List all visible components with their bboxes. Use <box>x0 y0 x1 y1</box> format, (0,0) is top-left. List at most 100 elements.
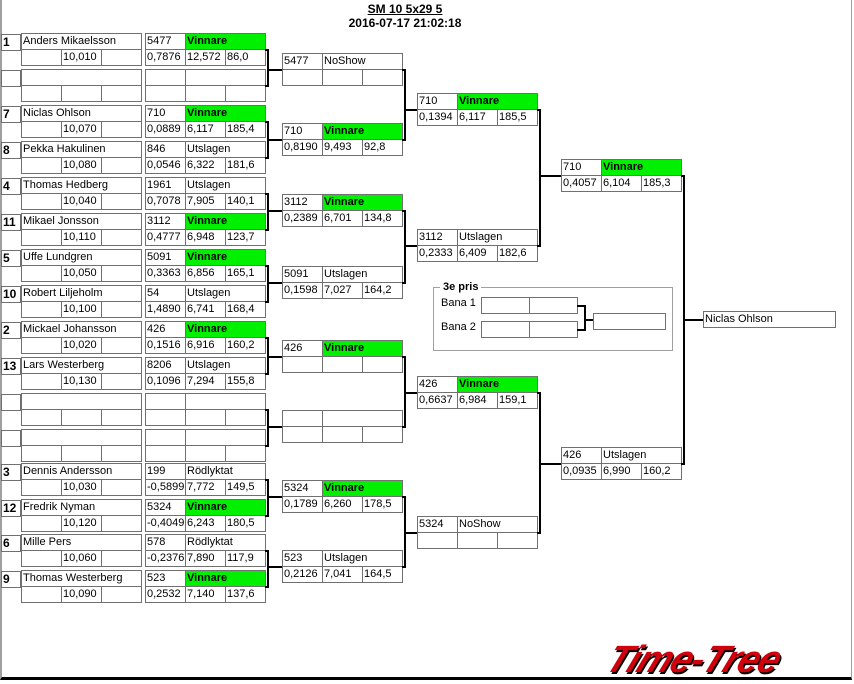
elapsed-time: 6,104 <box>601 175 642 192</box>
empty-cell <box>101 301 142 318</box>
car-number: 5091 <box>282 266 323 283</box>
driver-name[interactable]: Uffe Lundgren <box>21 249 142 266</box>
car-number: 578 <box>145 534 186 551</box>
speed: 160,2 <box>641 463 682 480</box>
car-number: 710 <box>282 123 323 140</box>
speed: 168,4 <box>225 301 266 318</box>
reaction-time <box>282 356 323 373</box>
lane2-input-a[interactable] <box>481 321 530 338</box>
final-winner: Niclas Ohlson <box>703 311 836 328</box>
reaction-time: 0,1516 <box>145 337 186 354</box>
car-number <box>282 410 323 427</box>
connector <box>584 319 593 321</box>
reaction-time: 0,7876 <box>145 49 186 66</box>
elapsed-time: 7,041 <box>322 566 363 583</box>
driver-name[interactable]: Mikael Jonsson <box>21 213 142 230</box>
third-place-winner[interactable] <box>593 313 666 330</box>
empty-cell <box>21 373 62 390</box>
empty-cell <box>21 265 62 282</box>
status-badge: NoShow <box>457 516 538 533</box>
third-place-title: 3e pris <box>440 281 482 293</box>
elapsed-time: 6,117 <box>457 109 498 126</box>
speed <box>225 85 266 102</box>
lane2-input-b[interactable] <box>529 321 578 338</box>
connector <box>404 532 417 534</box>
car-number: 426 <box>145 321 186 338</box>
car-number: 199 <box>145 463 186 480</box>
reaction-time: 0,6637 <box>417 392 458 409</box>
reaction-time: -0,4049 <box>145 515 186 532</box>
empty-cell <box>21 479 62 496</box>
driver-name[interactable]: Pekka Hakulinen <box>21 141 142 158</box>
connector <box>267 282 282 284</box>
connector <box>404 245 417 247</box>
speed <box>362 356 403 373</box>
empty-cell <box>21 301 62 318</box>
speed: 164,5 <box>362 566 403 583</box>
seed-number: 4 <box>1 178 21 195</box>
dial-in: 10,120 <box>61 515 102 532</box>
connector <box>404 109 417 111</box>
driver-name[interactable]: Robert Liljeholm <box>21 285 142 302</box>
lane1-input-a[interactable] <box>481 297 530 314</box>
connector <box>404 392 417 394</box>
driver-name[interactable]: Thomas Hedberg <box>21 177 142 194</box>
lane1-input-b[interactable] <box>529 297 578 314</box>
elapsed-time: 6,701 <box>322 210 363 227</box>
seed-number: 10 <box>1 286 21 303</box>
driver-name[interactable]: Niclas Ohlson <box>21 105 142 122</box>
car-number: 426 <box>282 340 323 357</box>
reaction-time: -0,2376 <box>145 550 186 567</box>
connector <box>267 479 269 517</box>
status-badge: Utslagen <box>457 229 538 246</box>
status-badge: Vinnare <box>185 105 266 122</box>
speed <box>497 532 538 549</box>
status-badge: Vinnare <box>185 570 266 587</box>
elapsed-time <box>185 85 226 102</box>
car-number: 5324 <box>145 499 186 516</box>
driver-name[interactable]: Lars Westerberg <box>21 357 142 374</box>
empty-cell <box>21 193 62 210</box>
dial-in: 10,110 <box>61 229 102 246</box>
speed <box>362 426 403 443</box>
driver-name[interactable]: Anders Mikaelsson <box>21 33 142 50</box>
seed-number: 2 <box>1 322 21 339</box>
reaction-time: 0,1096 <box>145 373 186 390</box>
car-number: 5324 <box>282 480 323 497</box>
driver-name[interactable]: Fredrik Nyman <box>21 499 142 516</box>
dial-in <box>61 85 102 102</box>
status-badge: Vinnare <box>601 159 682 176</box>
seed-number: 12 <box>1 500 21 517</box>
reaction-time: 0,2333 <box>417 245 458 262</box>
seed-number: 7 <box>1 106 21 123</box>
seed-number: 11 <box>1 214 21 231</box>
elapsed-time: 7,027 <box>322 282 363 299</box>
elapsed-time: 12,572 <box>185 49 226 66</box>
connector <box>267 409 269 447</box>
driver-name[interactable]: Mickael Johansson <box>21 321 142 338</box>
third-place-group <box>433 287 673 351</box>
reaction-time <box>282 426 323 443</box>
connector <box>267 496 282 498</box>
empty-cell <box>101 373 142 390</box>
empty-cell <box>101 479 142 496</box>
seed-number: 6 <box>1 535 21 552</box>
reaction-time: 0,1789 <box>282 496 323 513</box>
connector <box>404 69 406 141</box>
driver-name[interactable] <box>21 69 142 86</box>
connector <box>267 550 269 588</box>
empty-cell <box>21 157 62 174</box>
empty-cell <box>101 265 142 282</box>
driver-name[interactable] <box>21 393 142 410</box>
connector <box>267 566 282 568</box>
driver-name[interactable] <box>21 429 142 446</box>
reaction-time: 0,4057 <box>561 175 602 192</box>
speed: 185,4 <box>225 121 266 138</box>
connector <box>539 109 541 247</box>
driver-name[interactable]: Mille Pers <box>21 534 142 551</box>
speed: 117,9 <box>225 550 266 567</box>
speed: 182,6 <box>497 245 538 262</box>
driver-name[interactable]: Thomas Westerberg <box>21 570 142 587</box>
driver-name[interactable]: Dennis Andersson <box>21 463 142 480</box>
reaction-time: 0,0935 <box>561 463 602 480</box>
